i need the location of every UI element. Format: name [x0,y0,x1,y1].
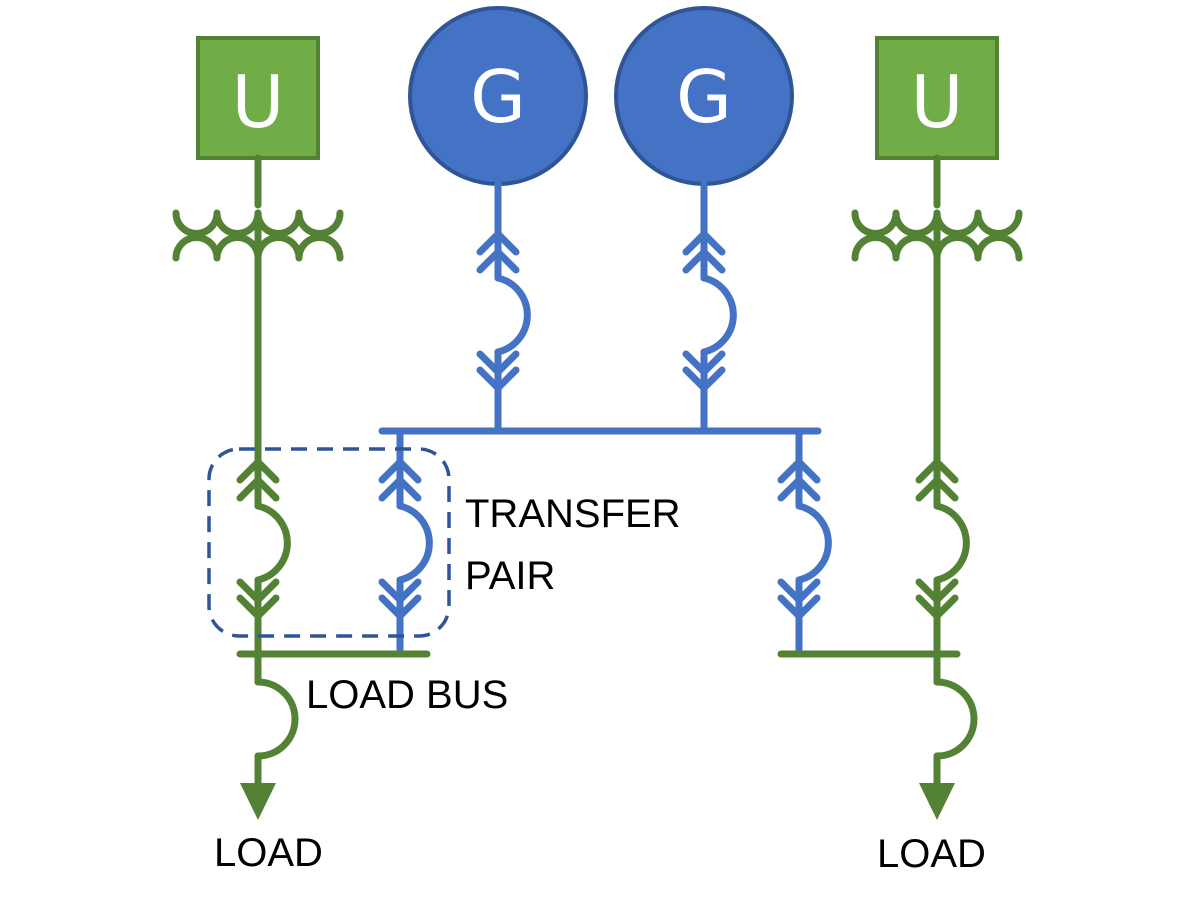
breaker-utility-left-icon [240,458,287,618]
utility-label: U [232,60,285,144]
utility-source-right: U [875,36,999,160]
load-bus-label: LOAD BUS [306,673,508,717]
load-arrow-icon [240,783,276,820]
utility-source-left: U [196,36,320,160]
load-arrow-icon [919,783,955,820]
utility-label: U [911,60,964,144]
load-left-label: LOAD [214,831,323,875]
transfer-pair-label-line1: TRANSFER [465,492,681,536]
transfer-pair-outline [207,447,451,638]
breaker-gen-2-icon [686,230,733,390]
generator-source-2: G [614,6,794,186]
generator-source-1: G [408,6,588,186]
breaker-utility-right-icon [919,458,966,618]
breaker-gen-feed-right-icon [781,458,828,618]
breaker-gen-feed-left-icon [382,458,429,618]
load-right-label: LOAD [877,832,986,876]
utility-square-icon [196,36,320,160]
transfer-pair-label-line2: PAIR [465,554,555,598]
generator-label: G [676,55,732,139]
load-left-breaker-arc [254,678,299,760]
generator-label: G [470,55,526,139]
breaker-gen-1-icon [480,230,527,390]
load-right-breaker-arc [933,678,978,760]
